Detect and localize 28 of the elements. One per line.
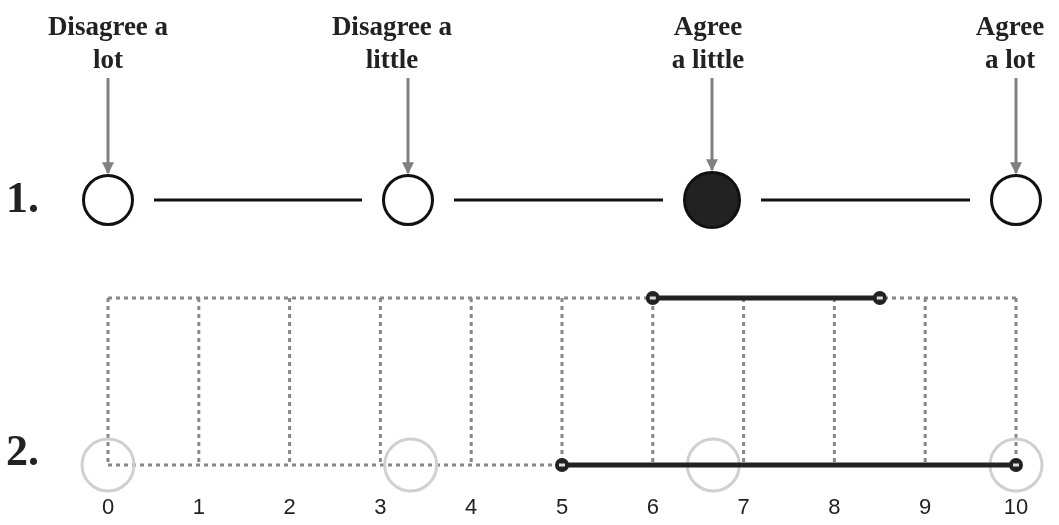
connector-line — [761, 198, 970, 202]
scale-label: Disagree a lot — [45, 10, 171, 76]
item-number: 1. — [6, 172, 39, 223]
tick-label: 8 — [828, 494, 841, 520]
tick-label: 1 — [192, 494, 205, 520]
tick-label: 10 — [1003, 494, 1029, 520]
answer-circle — [990, 174, 1042, 226]
tick-label: 4 — [465, 494, 478, 520]
tick-label: 5 — [555, 494, 569, 520]
scale-label: Agree a lot — [967, 10, 1053, 76]
connector-line — [454, 198, 663, 202]
arrow — [1010, 78, 1022, 175]
tick-label: 0 — [101, 494, 115, 520]
answer-circle — [82, 174, 134, 226]
tick-label: 7 — [737, 494, 750, 520]
tick-label: 2 — [283, 494, 296, 520]
tick-label: 9 — [919, 494, 932, 520]
answer-circle — [683, 171, 741, 229]
tick-label: 6 — [646, 494, 659, 520]
item-number: 2. — [6, 425, 39, 476]
connector-line — [154, 198, 362, 202]
arrow — [402, 78, 414, 175]
scale-label: Disagree a little — [329, 10, 455, 76]
arrow — [102, 78, 114, 175]
answer-circle — [382, 174, 434, 226]
arrow — [706, 78, 718, 172]
scale-label: Agree a little — [665, 10, 751, 76]
tick-label: 3 — [374, 494, 387, 520]
